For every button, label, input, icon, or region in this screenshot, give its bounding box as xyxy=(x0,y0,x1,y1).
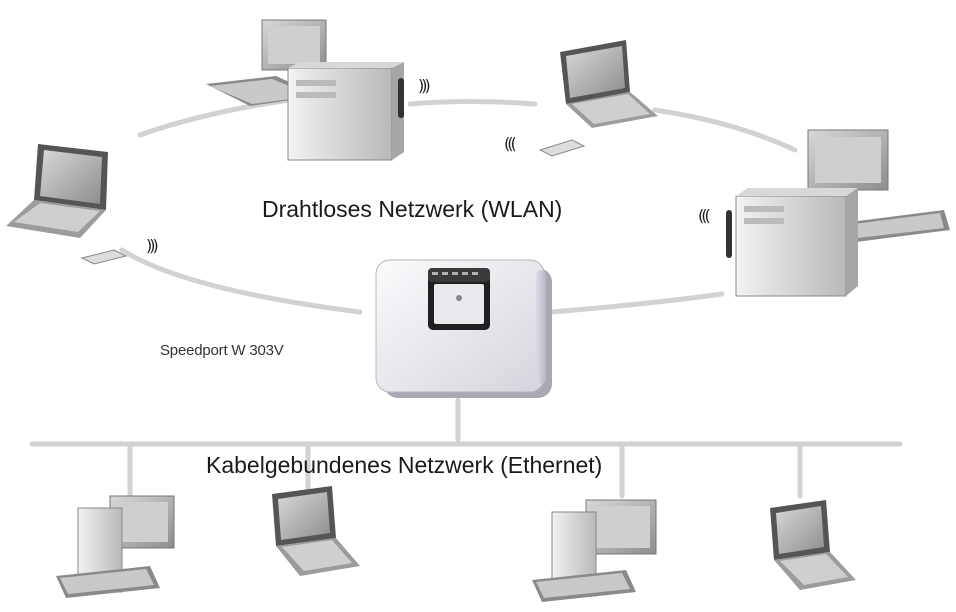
telekom-logo-icon xyxy=(456,295,462,301)
laptop-left xyxy=(6,144,128,265)
wlan-antenna-icon xyxy=(398,78,404,118)
ethernet-network-title: Kabelgebundenes Netzwerk (Ethernet) xyxy=(206,452,603,478)
ethernet-laptop-2 xyxy=(272,486,360,576)
desktop-pc-top xyxy=(206,19,404,161)
wlan-arc-top-middle xyxy=(407,99,538,107)
wireless-signal-icon: ))) xyxy=(418,76,431,95)
router-status-leds xyxy=(432,272,478,275)
ethernet-desktop-3 xyxy=(532,499,657,602)
router-device xyxy=(375,259,552,398)
laptop-top-right xyxy=(538,40,658,157)
wlan-arc-left-lower xyxy=(119,247,363,315)
desktop-pc-right xyxy=(726,129,950,297)
wlan-arc-right-lower xyxy=(549,291,725,315)
ethernet-bus xyxy=(29,397,903,499)
wlan-arc-top-right xyxy=(652,107,798,153)
wlan-network-title: Drahtloses Netzwerk (WLAN) xyxy=(262,196,563,222)
wlan-pc-card-icon xyxy=(80,249,128,265)
wireless-signal-icon: ((( xyxy=(698,206,711,225)
wireless-signal-icon: ((( xyxy=(504,134,517,153)
ethernet-desktop-1 xyxy=(56,495,175,598)
wlan-pc-card-icon xyxy=(538,139,586,157)
wlan-antenna-icon xyxy=(726,210,732,258)
router-model-label: Speedport W 303V xyxy=(160,342,284,359)
ethernet-laptop-4 xyxy=(770,500,856,590)
wlan-arc-top-left xyxy=(137,97,293,138)
wireless-signal-icon: ))) xyxy=(146,236,159,255)
